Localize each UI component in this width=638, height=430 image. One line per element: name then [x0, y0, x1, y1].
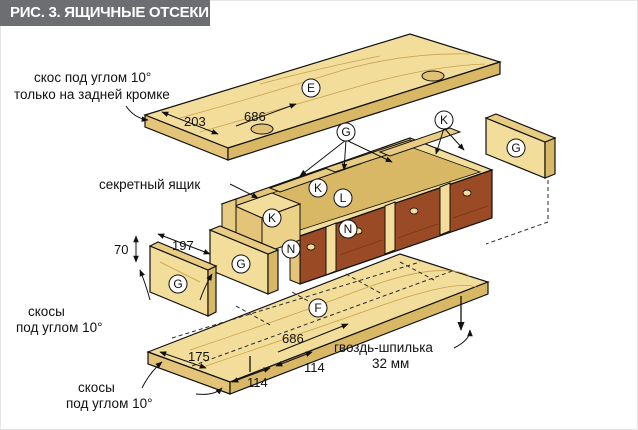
dim-bottom-width: 175	[188, 349, 210, 364]
text-labels: скос под углом 10° только на задней кром…	[14, 70, 433, 411]
part-letter-k-mid: K	[308, 178, 328, 198]
part-letter-k-mid-text: K	[314, 181, 322, 195]
part-letter-g-top: G	[336, 122, 356, 142]
figure-title: РИС. 3. ЯЩИЧНЫЕ ОТСЕКИ	[0, 0, 210, 26]
part-letter-g-loose-text: G	[173, 277, 182, 291]
bottom-bevel-note-line1: скосы	[78, 380, 115, 395]
dim-side-width: 197	[172, 238, 194, 253]
part-letter-n-right: N	[338, 219, 358, 239]
secret-drawer-label: секретный ящик	[99, 177, 200, 192]
part-letter-k-secret-text: K	[268, 211, 276, 225]
part-letter-n-left-text: N	[287, 242, 296, 256]
part-letter-g-front-text: G	[236, 257, 245, 271]
bottom-bevel-note-line2: под углом 10°	[66, 396, 153, 411]
dimension-lines	[133, 103, 349, 383]
part-letter-e-text: E	[307, 81, 315, 95]
part-letter-l: L	[333, 188, 353, 208]
top-bevel-note-line1: скос под углом 10°	[34, 70, 151, 85]
nail-note-line2: 32 мм	[372, 356, 409, 371]
part-letter-n-left: N	[281, 239, 301, 259]
part-letter-k-secret: K	[262, 208, 282, 228]
top-panel	[143, 33, 503, 161]
dim-top-width: 203	[184, 114, 206, 129]
nail-note-line1: гвоздь-шпилька	[334, 340, 433, 355]
part-letter-g-loose: G	[168, 274, 188, 294]
part-letter-n-right-text: N	[344, 222, 353, 236]
dim-side-height: 70	[114, 242, 128, 257]
dim-bottom-gap1: 114	[247, 375, 268, 390]
part-letter-g-right-text: G	[511, 141, 520, 155]
part-letter-g-right: G	[506, 138, 526, 158]
side-bevel-note-line1: скосы	[28, 304, 65, 319]
part-letter-l-text: L	[340, 191, 347, 205]
dim-top-length: 686	[244, 109, 266, 124]
part-letter-e: E	[301, 78, 321, 98]
part-letter-f-text: F	[314, 301, 321, 315]
part-letter-f: F	[308, 298, 328, 318]
assembly-guides	[485, 180, 549, 245]
dim-bottom-length: 686	[282, 331, 304, 346]
dim-bottom-gap2: 114	[304, 360, 325, 375]
leader-lines	[125, 105, 473, 395]
side-bevel-note-line2: под углом 10°	[16, 320, 103, 335]
dimension-labels: 203 686 70 197 686 175 114 114	[114, 109, 325, 390]
part-letter-k-top: K	[434, 110, 454, 130]
part-letter-g-top-text: G	[341, 125, 350, 139]
part-letter-g-front: G	[231, 254, 251, 274]
part-letters: E G K G K L K	[168, 78, 526, 318]
top-bevel-note-line2: только на задней кромке	[14, 87, 170, 102]
part-letter-k-top-text: K	[440, 113, 448, 127]
